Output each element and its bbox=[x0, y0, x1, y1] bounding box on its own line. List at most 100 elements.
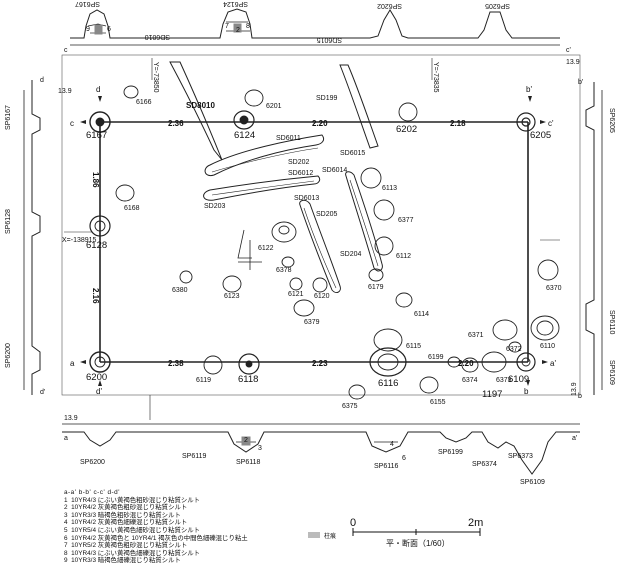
scale-zero: 0 bbox=[350, 517, 356, 529]
bottom-num-4: 4 bbox=[390, 441, 394, 448]
top-label-sp6202: SP6202 bbox=[377, 2, 402, 9]
plan-boundary bbox=[61, 54, 581, 420]
label-sd203: SD203 bbox=[204, 203, 226, 210]
label-pit-6155: 6155 bbox=[430, 399, 446, 406]
grid-labels: Y=-73850 Y=-73835 X=-138915 bbox=[62, 62, 439, 244]
ditch-sd199-shape bbox=[339, 64, 379, 149]
grid-label-y-left: Y=-73850 bbox=[152, 62, 159, 93]
label-sd6013: SD6013 bbox=[294, 195, 319, 202]
left-section-labels: SP6167 SP6128 SP6200 d 13.9 d' bbox=[5, 77, 72, 396]
ditch-sd6011-shape bbox=[204, 134, 325, 177]
bottom-a-letter: a bbox=[64, 435, 68, 442]
distance-labels: 2.36 2.20 2.18 1.86 2.16 2.38 2.23 2.20 bbox=[91, 119, 474, 368]
right-label-sp6109: SP6109 bbox=[608, 360, 615, 385]
label-sd202: SD202 bbox=[288, 159, 310, 166]
top-label-sp6205: SP6205 bbox=[485, 2, 510, 9]
ditch-sd8010-shape bbox=[169, 61, 223, 161]
scale-bar: 柱痕 0 2m 平・断面（1/60） bbox=[308, 517, 483, 548]
label-pit-6120: 6120 bbox=[314, 293, 330, 300]
label-pit-6112: 6112 bbox=[396, 253, 411, 260]
bottom-section-labels: 13.9 a a' SP6200 SP6119 SP6118 2 3 SP611… bbox=[64, 415, 577, 486]
legend-row: 7 10YR5/2 灰黄褐色粗砂混じり粘質シルト bbox=[64, 542, 188, 550]
soil-layer-legend: a-a' b-b' c-c' d-d' 1 10YR4/3 にぶい黄褐色粗砂混じ… bbox=[64, 489, 248, 565]
label-pit-6205: 6205 bbox=[530, 130, 551, 141]
scale-caption: 平・断面（1/60） bbox=[386, 538, 450, 548]
bottom-label-sp6373: SP6373 bbox=[508, 453, 533, 460]
pit-labels: 6166 6167 6201 6124 6202 6205 6168 6128 … bbox=[86, 99, 562, 410]
bottom-section-profile bbox=[62, 423, 580, 475]
label-pit-6114: 6114 bbox=[414, 311, 429, 318]
top-num-2: 6 bbox=[107, 26, 111, 33]
top-elev-right: 13.9 bbox=[566, 59, 580, 66]
label-sd6015: SD6015 bbox=[340, 150, 365, 157]
dist-bottom-mid: 2.23 bbox=[312, 359, 328, 368]
right-section-profile bbox=[585, 82, 603, 395]
label-pit-6201: 6201 bbox=[266, 103, 282, 110]
left-d-prime-letter: d' bbox=[40, 389, 45, 396]
marker-d-prime-bottom: d' bbox=[96, 387, 102, 396]
label-pit-6199: 6199 bbox=[428, 354, 444, 361]
bottom-label-sp6119: SP6119 bbox=[182, 453, 206, 460]
scale-end: 2m bbox=[468, 517, 483, 529]
top-num-3: 7 bbox=[225, 23, 229, 30]
dist-top-left: 2.36 bbox=[168, 119, 184, 128]
right-b-letter: b bbox=[578, 393, 582, 400]
top-label-sp6167: SP6167 bbox=[75, 0, 100, 7]
label-pit-6371: 6371 bbox=[468, 332, 484, 339]
marker-b-bottom: b bbox=[524, 387, 529, 396]
label-sd6011: SD6011 bbox=[276, 135, 301, 142]
top-num-4: 2 bbox=[236, 27, 240, 34]
label-pit-6373: 6373 bbox=[496, 377, 512, 384]
top-section-profile bbox=[70, 8, 560, 46]
bottom-label-sp6118: SP6118 bbox=[236, 459, 260, 466]
marker-d-top: d bbox=[96, 85, 100, 94]
label-pit-6370: 6370 bbox=[546, 285, 562, 292]
bottom-num-2: 2 bbox=[244, 437, 248, 444]
label-pit-6119: 6119 bbox=[196, 377, 211, 384]
pit-shapes bbox=[89, 85, 560, 400]
label-pit-6202: 6202 bbox=[396, 124, 417, 135]
legend-row: 4 10YR4/2 灰黄褐色細礫混じり粘質シルト bbox=[64, 519, 188, 527]
dist-left-lower: 2.16 bbox=[91, 288, 100, 304]
marker-c-prime-right: c' bbox=[548, 119, 554, 128]
label-pit-6121: 6121 bbox=[288, 291, 304, 298]
label-pit-6115: 6115 bbox=[406, 343, 421, 350]
legend-row: 8 10YR4/3 にぶい黄褐色細礫混じり粘質シルト bbox=[64, 549, 201, 557]
label-sd6014: SD6014 bbox=[322, 167, 347, 174]
dist-left-upper: 1.86 bbox=[91, 172, 100, 188]
left-d-letter: d bbox=[40, 77, 44, 84]
right-label-sp6205: SP6205 bbox=[608, 108, 615, 133]
top-label-sp6124: SP6124 bbox=[223, 0, 248, 7]
post-trace-key-label: 柱痕 bbox=[324, 532, 336, 540]
label-pit-6179: 6179 bbox=[368, 284, 384, 291]
top-c-prime-letter: c' bbox=[566, 47, 571, 54]
label-pit-6372: 6372 bbox=[506, 346, 522, 353]
bottom-label-sp6109: SP6109 bbox=[520, 479, 545, 486]
right-label-sp6110: SP6110 bbox=[608, 310, 615, 334]
label-pit-1197: 1197 bbox=[482, 389, 502, 400]
top-label-sd6010: SD6010 bbox=[145, 33, 170, 40]
label-sd199: SD199 bbox=[316, 95, 338, 102]
label-pit-6113: 6113 bbox=[382, 185, 397, 192]
label-pit-6378: 6378 bbox=[276, 267, 292, 274]
left-label-sp6128: SP6128 bbox=[5, 209, 12, 234]
legend-row: 3 10YR3/3 暗褐色粗砂混じり粘質シルト bbox=[64, 511, 181, 519]
right-section-labels: SP6205 SP6110 SP6109 b' 13.9 b bbox=[571, 79, 615, 400]
legend-row: 5 10YR5/4 にぶい黄褐色細砂混じり粘質シルト bbox=[64, 526, 201, 534]
label-pit-6122: 6122 bbox=[258, 245, 274, 252]
right-b-prime-letter: b' bbox=[578, 79, 583, 86]
ditch-sd6013-shape bbox=[299, 199, 341, 294]
label-pit-6166: 6166 bbox=[136, 99, 152, 106]
legend-row: 1 10YR4/3 にぶい黄褐色粗砂混じり粘質シルト bbox=[64, 496, 201, 504]
label-pit-6377: 6377 bbox=[398, 217, 414, 224]
label-pit-6123: 6123 bbox=[224, 293, 240, 300]
label-sd8010: SD8010 bbox=[186, 101, 215, 110]
label-pit-6375: 6375 bbox=[342, 403, 358, 410]
bottom-label-sp6374: SP6374 bbox=[472, 461, 497, 468]
label-pit-6109: 6109 bbox=[508, 374, 529, 385]
legend-row: 2 10YR4/2 灰黄褐色粗砂混じり粘質シルト bbox=[64, 504, 188, 512]
bottom-label-sp6116: SP6116 bbox=[374, 463, 398, 470]
dist-top-mid: 2.20 bbox=[312, 119, 328, 128]
bottom-num-6: 6 bbox=[402, 455, 406, 462]
